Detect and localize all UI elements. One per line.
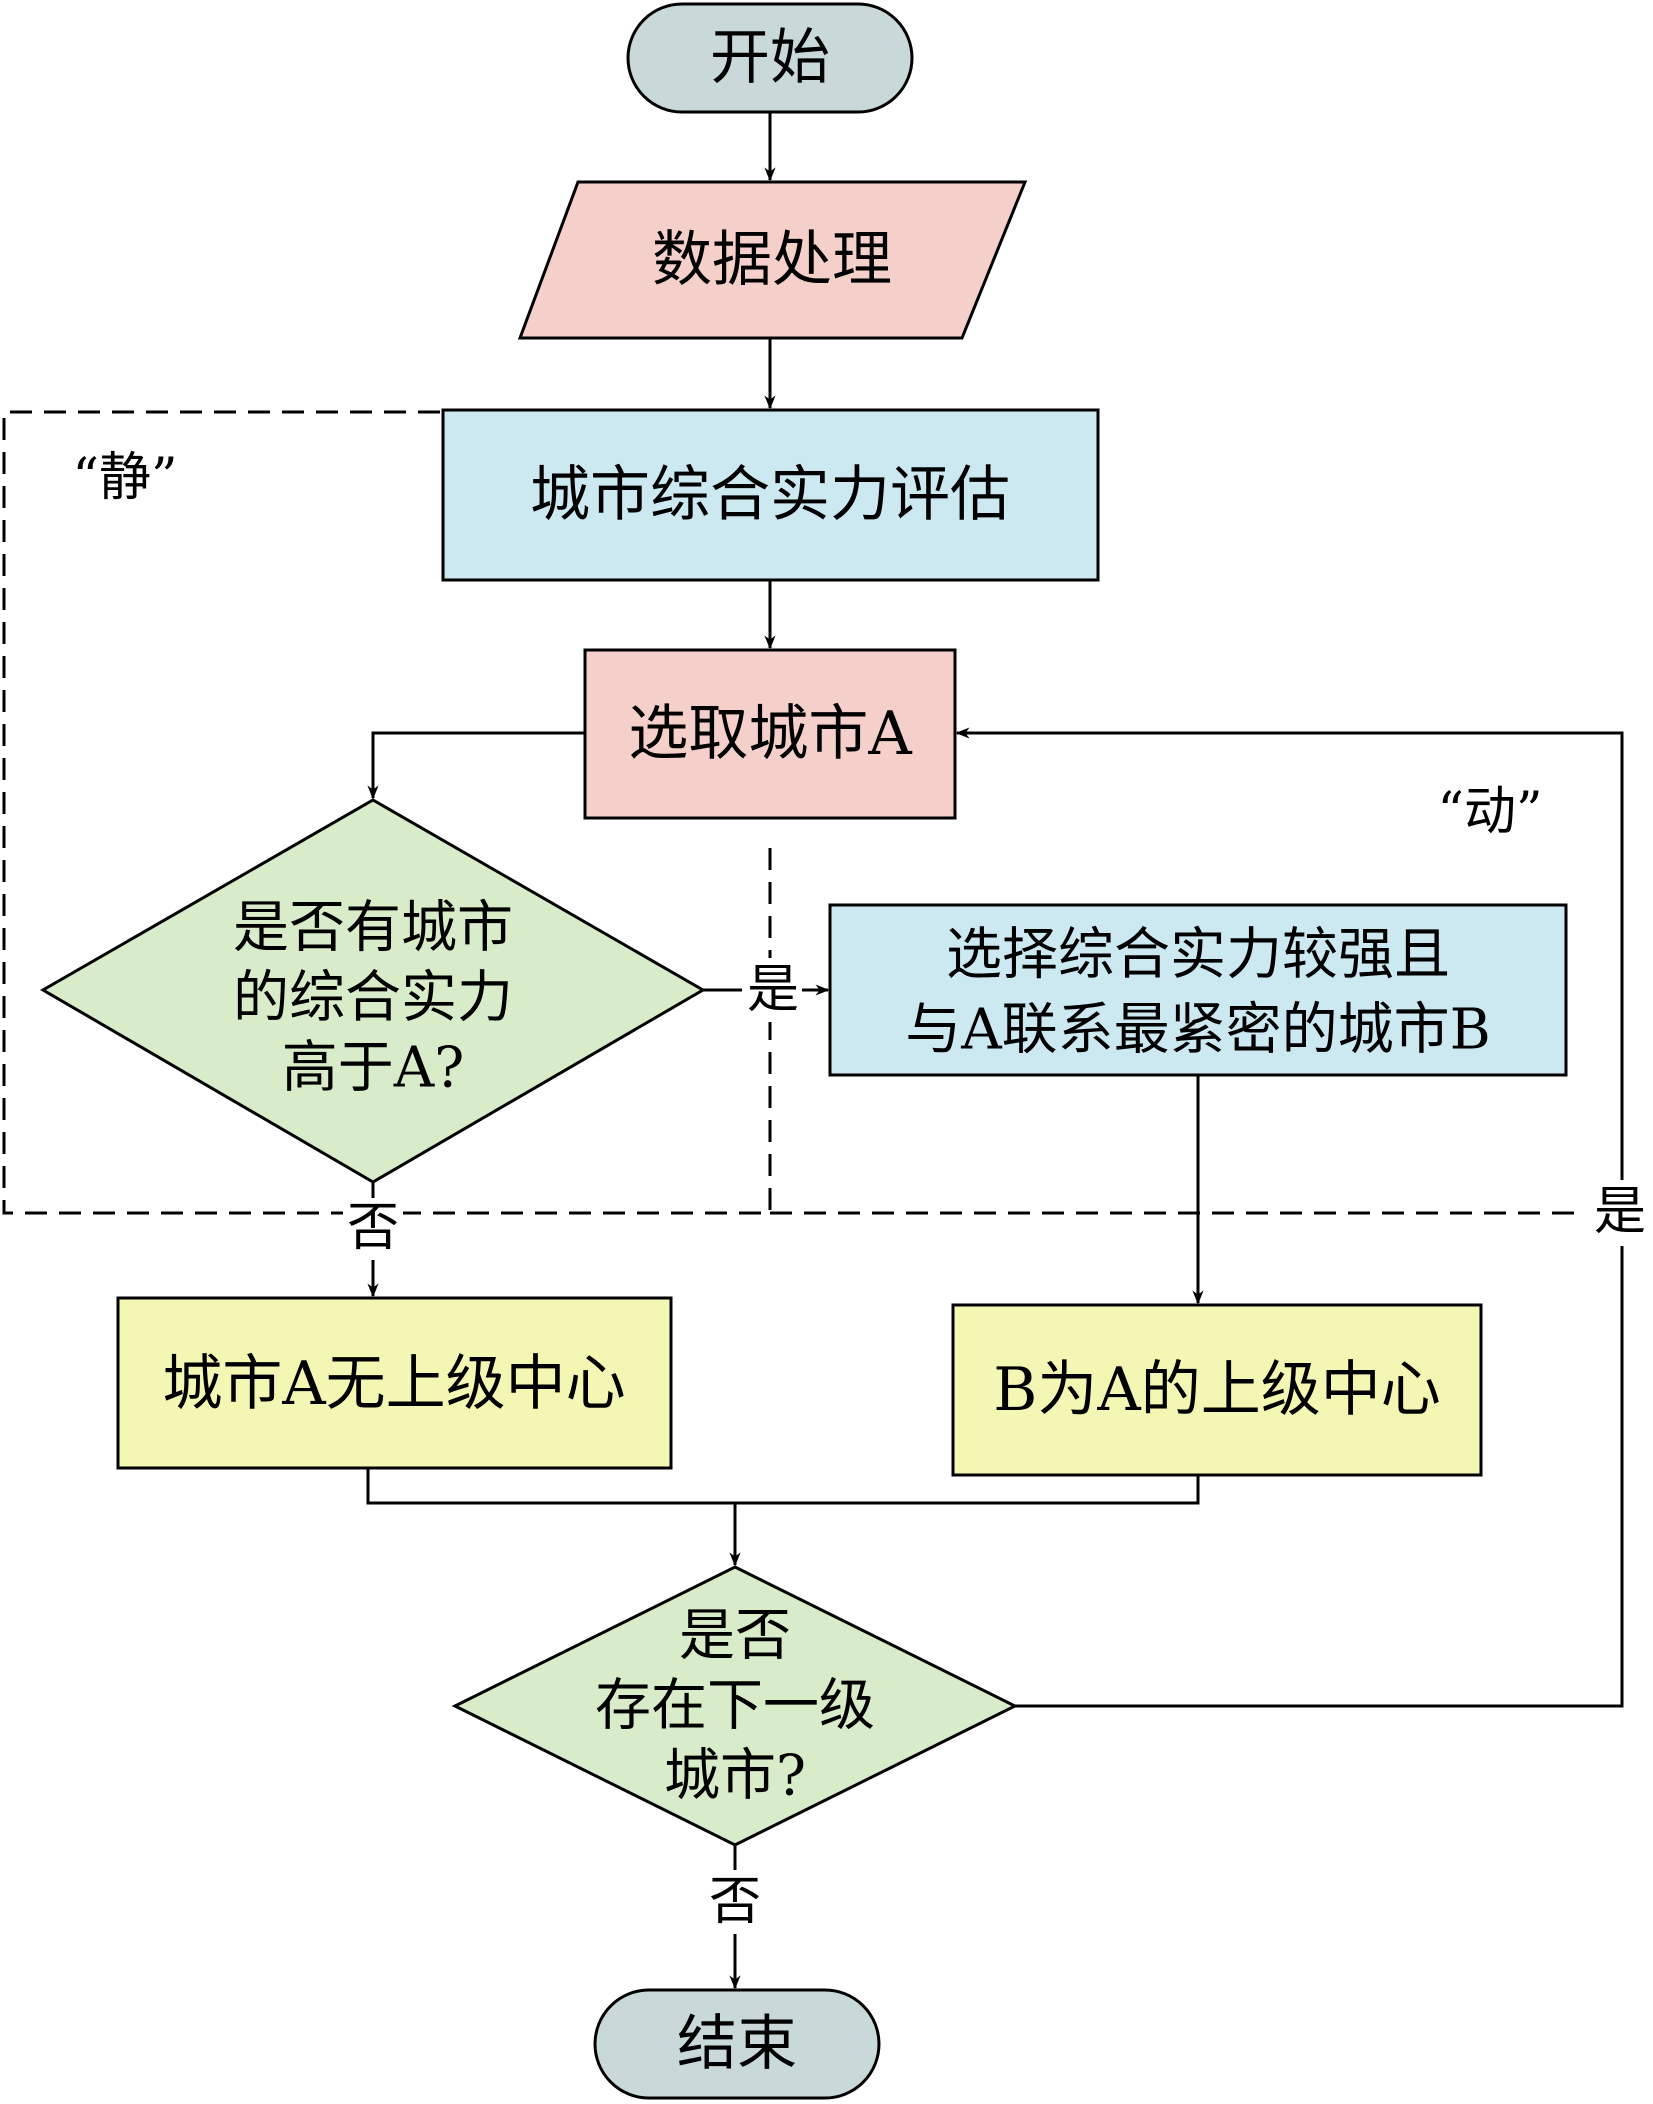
edge-label-yes-loop: 是 bbox=[1594, 1182, 1646, 1242]
decision-next-line2: 存在下一级 bbox=[595, 1674, 875, 1739]
city-strength-eval-label: 城市综合实力评估 bbox=[530, 460, 1010, 530]
edge-merge-connector bbox=[366, 1468, 1200, 1505]
edge-label-yes-to-b: 是 bbox=[747, 960, 799, 1020]
end-label: 结束 bbox=[677, 2009, 797, 2079]
decision-higher-line1: 是否有城市 bbox=[233, 896, 513, 961]
data-processing-label: 数据处理 bbox=[652, 225, 892, 295]
b-is-superior-box bbox=[951, 1303, 1483, 1477]
b-is-superior-label: B为A的上级中心 bbox=[993, 1355, 1440, 1425]
edge-label-no-to-end: 否 bbox=[709, 1872, 761, 1932]
decision-next-line3: 城市? bbox=[664, 1744, 806, 1809]
choose-city-b-box bbox=[828, 903, 1568, 1077]
city-strength-eval-box bbox=[441, 408, 1100, 582]
data-processing-shape bbox=[517, 180, 1028, 340]
edge-select-to-decision bbox=[367, 731, 585, 800]
start-label: 开始 bbox=[710, 23, 830, 93]
select-city-a-box bbox=[583, 648, 957, 820]
static-region-boundary bbox=[2, 410, 772, 1215]
choose-city-b-line2: 与A联系最紧密的城市B bbox=[905, 998, 1491, 1063]
decision-higher-line3: 高于A? bbox=[282, 1036, 464, 1101]
label-bg bbox=[343, 1198, 403, 1260]
edge-label-no-from-higher: 否 bbox=[347, 1198, 399, 1258]
end-terminal bbox=[593, 1988, 881, 2100]
label-bg bbox=[1592, 1180, 1652, 1246]
no-superior-label: 城市A无上级中心 bbox=[162, 1349, 625, 1419]
select-city-a-label: 选取城市A bbox=[628, 699, 912, 769]
no-superior-box bbox=[116, 1296, 673, 1470]
label-bg bbox=[742, 958, 802, 1022]
choose-city-b-line1: 选择综合实力较强且 bbox=[946, 923, 1450, 988]
static-region-label: “静” bbox=[72, 448, 177, 508]
decision-higher-line2: 的综合实力 bbox=[233, 966, 513, 1031]
decision-next-line1: 是否 bbox=[679, 1604, 791, 1669]
label-bg bbox=[705, 1870, 765, 1934]
dynamic-region-label: “动” bbox=[1437, 782, 1542, 842]
edge-loop-back-yes bbox=[955, 727, 1624, 1708]
